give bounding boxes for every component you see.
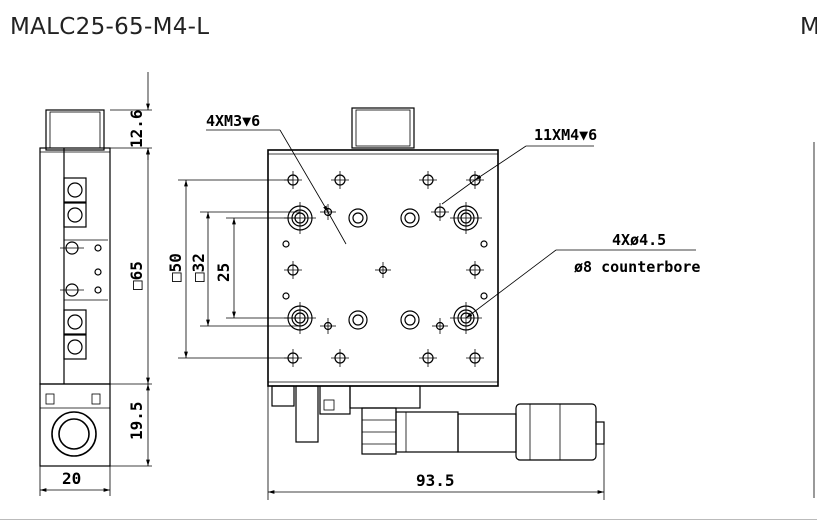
- front-view: □50 □32 25 93.5 4XM3▼6 11XM4▼6 4Xø4.5 ø8…: [166, 107, 700, 500]
- dim-side-top: 12.6: [127, 109, 146, 148]
- callout-counterbore: ø8 counterbore: [574, 258, 700, 276]
- dim-front-50: □50: [166, 253, 185, 282]
- dim-side-height: □65: [127, 261, 146, 290]
- side-view: 12.6 □65 19.5 20: [39, 72, 152, 496]
- next-model-title-cut: M: [800, 14, 817, 40]
- model-title: MALC25-65-M4-L: [10, 14, 210, 40]
- callout-holes: 4Xø4.5: [612, 231, 666, 249]
- dim-front-32: □32: [189, 253, 208, 282]
- dim-side-bottom: 19.5: [127, 401, 146, 440]
- dim-side-width: 20: [62, 469, 81, 488]
- callout-m3: 4XM3▼6: [206, 112, 260, 130]
- dim-front-width: 93.5: [416, 471, 455, 490]
- dim-front-25: 25: [214, 263, 233, 282]
- bottom-divider: [0, 519, 817, 520]
- callout-m4: 11XM4▼6: [534, 126, 597, 144]
